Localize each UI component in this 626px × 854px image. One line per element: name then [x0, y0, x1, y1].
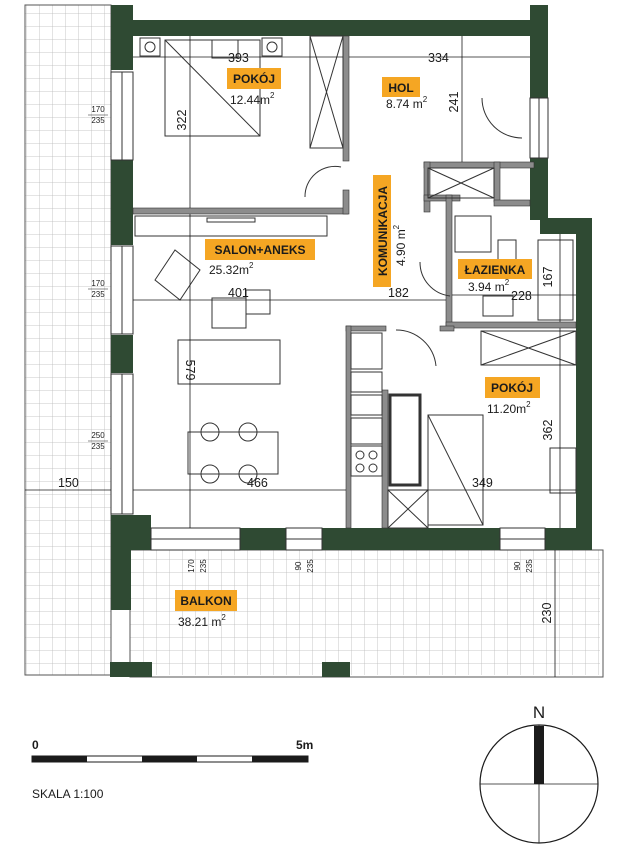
window-left-3: [110, 373, 134, 515]
svg-text:235: 235: [91, 290, 105, 299]
svg-text:170: 170: [187, 559, 196, 573]
svg-text:SKALA 1:100: SKALA 1:100: [32, 787, 104, 801]
dim-322: 322: [175, 110, 189, 131]
dim-401: 401: [228, 286, 249, 300]
north-compass: N: [479, 703, 599, 844]
svg-text:235: 235: [91, 116, 105, 125]
dim-579: 579: [183, 360, 197, 381]
svg-text:250: 250: [91, 431, 105, 440]
svg-text:SALON+ANEKS: SALON+ANEKS: [214, 243, 305, 257]
dim-150: 150: [58, 476, 79, 490]
svg-text:25.32m2: 25.32m2: [209, 261, 254, 277]
dim-349: 349: [472, 476, 493, 490]
svg-text:BALKON: BALKON: [180, 594, 231, 608]
dim-182: 182: [388, 286, 409, 300]
svg-text:KOMUNIKACJA: KOMUNIKACJA: [376, 186, 390, 276]
svg-text:38.21 m2: 38.21 m2: [178, 613, 226, 629]
interior-walls: [132, 35, 577, 529]
svg-text:235: 235: [199, 559, 208, 573]
window-size-labels: 170 235 170 235 250 235 170 235 90 235 9…: [88, 105, 534, 573]
svg-text:8.74 m2: 8.74 m2: [386, 95, 428, 111]
window-bottom: [150, 527, 546, 551]
room-label-pokoj-1: POKÓJ 12.44m2: [227, 68, 281, 107]
room-label-hol: HOL 8.74 m2: [382, 77, 428, 111]
svg-text:N: N: [533, 703, 545, 722]
svg-text:5m: 5m: [296, 738, 313, 752]
dim-466: 466: [247, 476, 268, 490]
dim-230: 230: [540, 603, 554, 624]
dim-334: 334: [428, 51, 449, 65]
svg-text:235: 235: [306, 559, 315, 573]
svg-text:90: 90: [513, 561, 522, 570]
svg-text:90: 90: [294, 561, 303, 570]
walls: [110, 5, 592, 677]
dim-167: 167: [541, 267, 555, 288]
svg-text:POKÓJ: POKÓJ: [491, 380, 533, 395]
dimension-labels: 393 334 322 241 401 182 228 167 579 362 …: [58, 51, 555, 623]
room-label-balkon: BALKON 38.21 m2: [175, 590, 237, 629]
scale-bar: 0 5m SKALA 1:100: [31, 738, 313, 801]
svg-text:12.44m2: 12.44m2: [230, 91, 275, 107]
svg-text:3.94 m2: 3.94 m2: [468, 278, 510, 294]
room-label-komunikacja: KOMUNIKACJA 4.90 m2: [373, 175, 408, 287]
window-top-right: [529, 97, 549, 159]
svg-text:POKÓJ: POKÓJ: [233, 71, 275, 86]
dim-241: 241: [447, 92, 461, 113]
window-left-1: [110, 71, 134, 161]
room-label-pokoj-2: POKÓJ 11.20m2: [485, 377, 540, 416]
terrace-floor: [24, 4, 604, 678]
dim-393: 393: [228, 51, 249, 65]
window-left-2: [110, 245, 134, 335]
svg-text:170: 170: [91, 105, 105, 114]
furniture: [134, 37, 577, 526]
north-arrow-icon: [534, 726, 544, 784]
svg-text:0: 0: [32, 738, 39, 752]
svg-text:170: 170: [91, 279, 105, 288]
room-label-salon: SALON+ANEKS 25.32m2: [205, 239, 315, 277]
dim-228: 228: [511, 289, 532, 303]
dim-362: 362: [541, 420, 555, 441]
svg-text:HOL: HOL: [388, 81, 413, 95]
dimension-lines: [25, 36, 576, 677]
svg-text:ŁAZIENKA: ŁAZIENKA: [465, 263, 526, 277]
svg-text:235: 235: [525, 559, 534, 573]
svg-text:4.90 m2: 4.90 m2: [392, 224, 408, 266]
svg-text:11.20m2: 11.20m2: [487, 400, 531, 416]
svg-text:235: 235: [91, 442, 105, 451]
room-label-lazienka: ŁAZIENKA 3.94 m2: [458, 259, 532, 294]
